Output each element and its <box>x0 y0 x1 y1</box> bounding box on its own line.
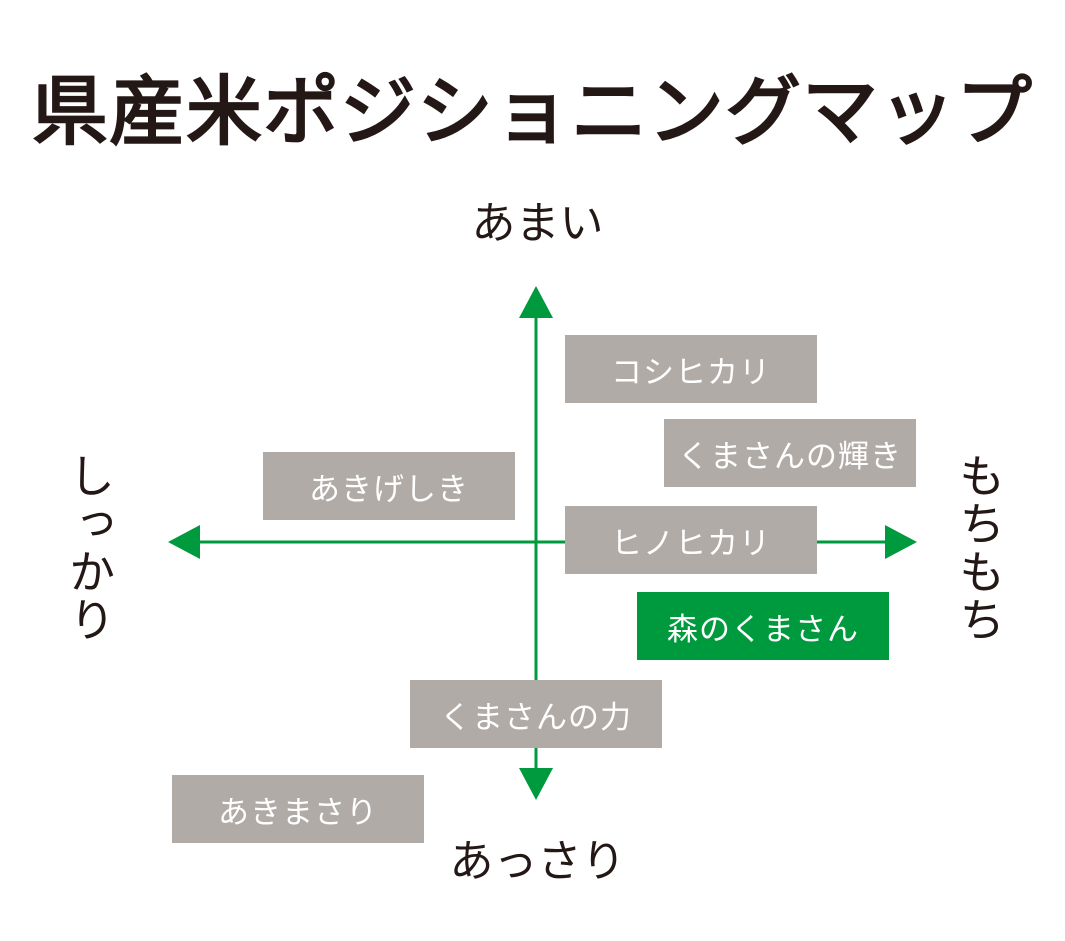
variety-box-akimasari: あきまさり <box>172 775 424 843</box>
axis-label-left: しっかり <box>62 452 116 644</box>
variety-box-koshihikari: コシヒカリ <box>565 335 817 403</box>
variety-box-mori-no-kumasan: 森のくまさん <box>637 592 889 660</box>
variety-box-kumasan-no-kagayaki: くまさんの輝き <box>664 419 916 487</box>
arrow-left-icon <box>168 525 200 559</box>
variety-box-kumasan-no-chikara: くまさんの力 <box>410 680 662 748</box>
variety-box-akigeshiki: あきげしき <box>263 452 515 520</box>
axis-label-top: あまい <box>471 198 604 249</box>
axis-label-bottom: あっさり <box>449 836 626 887</box>
variety-box-hinohikari: ヒノヒカリ <box>565 506 817 574</box>
axis-label-right: もちもち <box>952 452 1006 644</box>
arrow-right-icon <box>885 525 917 559</box>
arrow-down-icon <box>519 768 553 800</box>
arrow-up-icon <box>519 286 553 318</box>
map-title: 県産米ポジショニングマップ <box>32 67 1033 156</box>
